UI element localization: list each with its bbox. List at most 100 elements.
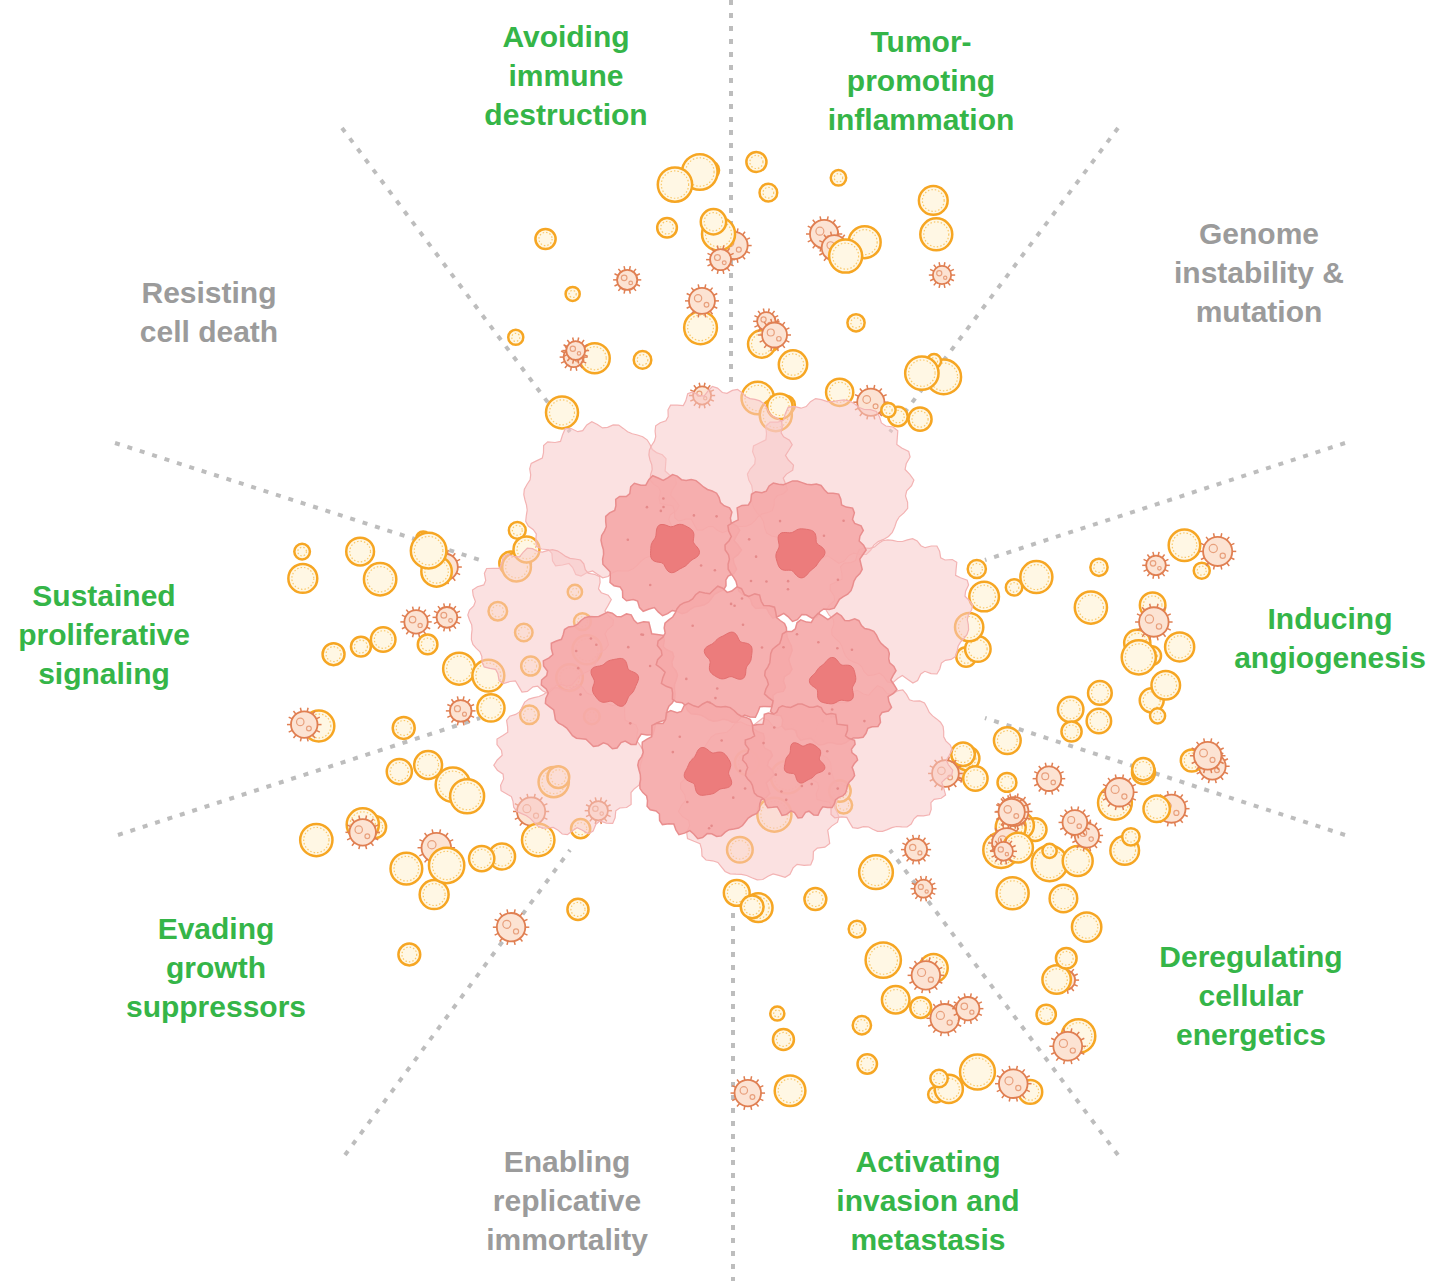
vesicle-outer xyxy=(420,880,449,909)
vesicle-inner xyxy=(432,851,460,879)
cell-granule xyxy=(678,735,681,738)
virus-core xyxy=(570,346,575,351)
vesicle-inner xyxy=(550,400,575,425)
vesicle-particle xyxy=(1075,591,1107,623)
virus-particle xyxy=(287,708,322,742)
divider-line xyxy=(342,128,570,432)
virus-body xyxy=(915,880,933,898)
virus-particle xyxy=(901,835,931,864)
cell-granule xyxy=(710,825,713,828)
vesicle-inner xyxy=(354,640,367,653)
cell-granule xyxy=(662,506,665,509)
virus-body xyxy=(1063,810,1088,835)
vesicle-particle xyxy=(920,218,952,250)
cell-granule xyxy=(836,647,839,650)
vesicle-inner xyxy=(830,382,850,402)
vesicle-outer xyxy=(323,643,345,665)
vesicle-inner xyxy=(1065,725,1078,738)
cell-granule xyxy=(720,739,723,742)
vesicle-particle xyxy=(779,350,807,378)
virus-body xyxy=(930,1004,959,1033)
vesicle-inner xyxy=(744,899,760,915)
divider-line xyxy=(345,850,570,1155)
vesicle-outer xyxy=(429,848,464,883)
virus-core xyxy=(816,227,824,235)
vesicle-particle xyxy=(775,1075,806,1106)
virus-body xyxy=(1053,1032,1082,1061)
virus-body xyxy=(1146,556,1166,576)
vesicle-particle xyxy=(450,779,484,813)
vesicle-outer xyxy=(1087,709,1111,733)
vesicle-inner xyxy=(1000,881,1025,906)
vesicle-inner xyxy=(856,1020,867,1031)
vesicle-outer xyxy=(1143,796,1169,822)
vesicle-inner xyxy=(971,563,982,574)
vesicle-outer xyxy=(393,717,415,739)
virus-particle xyxy=(995,794,1032,830)
virus-particle xyxy=(758,319,791,351)
vesicle-inner xyxy=(834,174,842,182)
cell-nucleus xyxy=(784,743,825,783)
virus-core xyxy=(409,616,416,623)
vesicle-particle xyxy=(919,186,948,215)
vesicle-inner xyxy=(776,1032,790,1046)
cell-granule xyxy=(748,538,751,541)
virus-core xyxy=(873,404,878,409)
virus-particle xyxy=(433,603,462,631)
vesicle-outer xyxy=(905,356,938,389)
vesicle-outer xyxy=(364,563,396,595)
cell-granule xyxy=(755,555,758,558)
vesicle-outer xyxy=(469,846,494,871)
vesicle-outer xyxy=(760,184,778,202)
virus-particle xyxy=(911,876,937,901)
virus-core xyxy=(961,1003,968,1010)
virus-core xyxy=(441,612,447,618)
vesicle-inner xyxy=(1040,1008,1052,1020)
vesicle-outer xyxy=(450,779,484,813)
vesicle-particle xyxy=(658,167,692,201)
vesicle-outer xyxy=(881,403,895,417)
virus-core xyxy=(1070,1048,1075,1053)
vesicle-inner xyxy=(704,213,722,231)
vesicle-outer xyxy=(443,653,475,685)
vesicle-inner xyxy=(473,849,491,867)
vesicle-particle xyxy=(1150,708,1165,723)
vesicle-inner xyxy=(1126,832,1136,842)
vesicle-outer xyxy=(746,152,766,172)
cell-granule xyxy=(863,720,866,723)
virus-particle xyxy=(685,284,719,317)
cell-granule xyxy=(649,584,652,587)
vesicle-inner xyxy=(454,783,481,810)
vesicle-inner xyxy=(924,222,949,247)
vesicle-particle xyxy=(443,653,475,685)
vesicle-inner xyxy=(964,1058,992,1086)
vesicle-particle xyxy=(853,1016,871,1034)
vesicle-inner xyxy=(571,902,585,916)
virus-core xyxy=(428,841,436,849)
vesicle-particle xyxy=(866,942,901,977)
virus-core xyxy=(1210,757,1215,762)
hallmark-label: Avoiding immune destruction xyxy=(466,17,666,134)
vesicle-outer xyxy=(968,560,986,578)
cell-granule xyxy=(801,785,804,788)
vesicle-outer xyxy=(1020,561,1052,593)
virus-particle xyxy=(929,262,955,288)
cell-granule xyxy=(742,623,745,626)
vesicle-outer xyxy=(829,240,862,273)
vesicle-inner xyxy=(1125,644,1152,671)
cell-granule xyxy=(842,520,845,523)
virus-core xyxy=(767,329,774,336)
vesicle-inner xyxy=(1172,533,1197,558)
vesicle-inner xyxy=(350,541,371,562)
hallmark-label: Tumor-promoting inflammation xyxy=(811,22,1031,139)
vesicle-inner xyxy=(1066,849,1089,872)
cell-granule xyxy=(590,637,593,640)
vesicle-particle xyxy=(1058,697,1084,723)
vesicle-inner xyxy=(539,232,552,245)
virus-core xyxy=(297,718,304,725)
hallmark-label: Inducing angiogenesis xyxy=(1225,599,1435,677)
vesicle-outer xyxy=(930,1070,947,1087)
vesicle-inner xyxy=(967,770,984,787)
vesicle-outer xyxy=(346,538,374,566)
vesicle-inner xyxy=(778,1079,802,1103)
